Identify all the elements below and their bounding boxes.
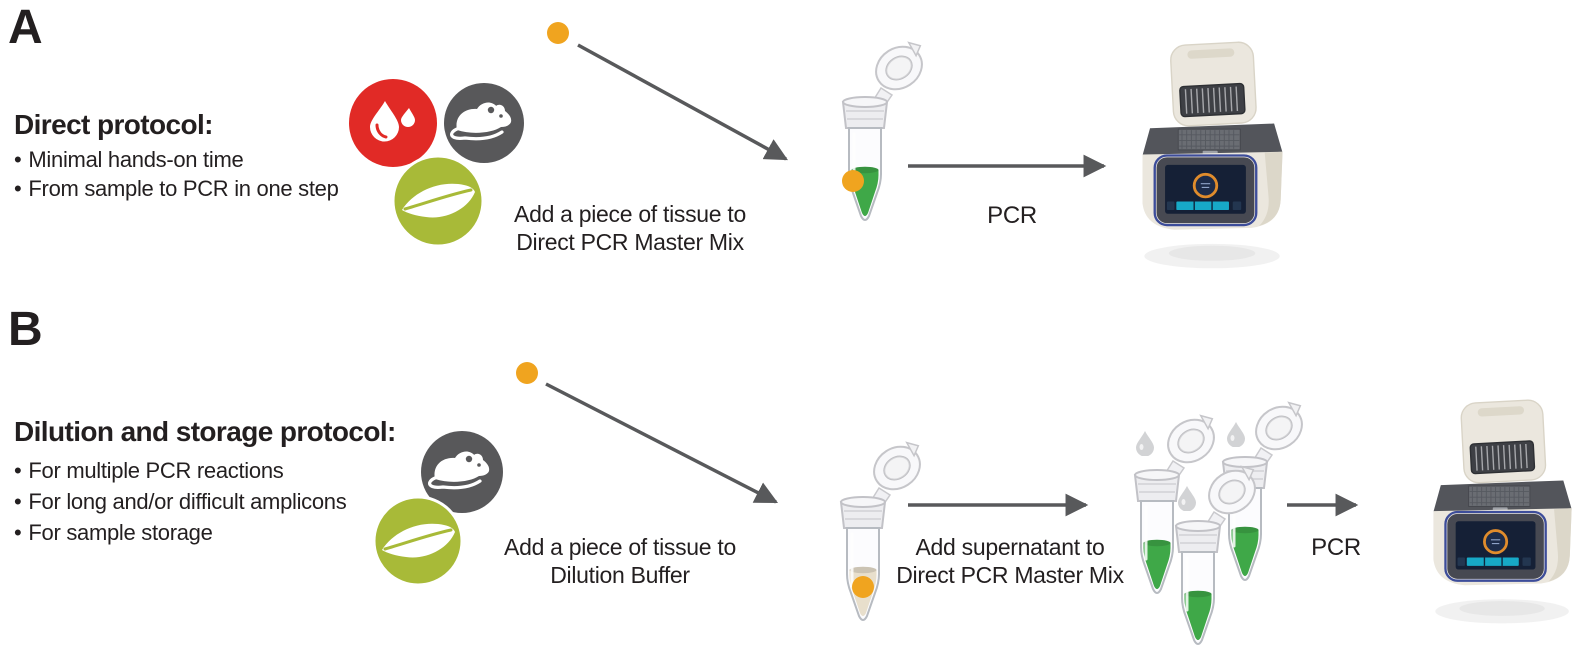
panel-a-bullet-list: •Minimal hands-on time •From sample to P… [14,146,339,203]
sample-types-cluster-a [349,79,524,248]
caption-a-step1: Add a piece of tissue to Direct PCR Mast… [500,200,760,256]
sample-types-cluster-b [372,431,503,587]
panel-a-heading: Direct protocol: [14,109,213,140]
pcr-label-b: PCR [1311,534,1361,561]
aliquot-tube-middle [1148,462,1263,650]
leaf-icon [372,495,464,587]
tube-direct-mastermix [815,38,930,228]
caption-a-step1-line1: Add a piece of tissue to [514,201,746,227]
tissue-dot-in-tube-b [852,576,874,598]
tissue-dot-icon [516,362,538,384]
tissue-dot-in-tube-a [842,170,864,192]
droplet-icon [1226,421,1246,447]
panel-b-bullet-1-text: For multiple PCR reactions [28,458,284,483]
caption-b-step1-line1: Add a piece of tissue to [504,534,736,560]
pcr-label-a: PCR [987,202,1037,229]
thermal-cycler-icon-b [1424,396,1582,628]
bullet-icon: • [14,520,22,545]
mouse-icon [444,83,524,163]
thermal-cycler-icon-a [1133,38,1293,273]
caption-b-step2: Add supernatant to Direct PCR Master Mix [878,533,1142,589]
panel-a-bullet-2-text: From sample to PCR in one step [28,175,339,201]
mouse-icon [421,431,503,513]
panel-b-bullet-2: •For long and/or difficult amplicons [14,486,347,517]
blood-drops-icon [349,79,437,167]
caption-b-step1-line2: Dilution Buffer [550,562,690,588]
panel-b-bullet-list: •For multiple PCR reactions •For long an… [14,455,347,548]
droplet-icon [1177,485,1197,511]
panel-b-bullet-2-text: For long and/or difficult amplicons [28,489,347,514]
bullet-icon: • [14,489,22,514]
panel-a-bullet-1: •Minimal hands-on time [14,146,339,175]
panel-b-label: B [8,303,43,356]
bullet-icon: • [14,458,22,483]
panel-a-bullet-2: •From sample to PCR in one step [14,175,339,204]
panel-b-bullet-3: •For sample storage [14,517,346,548]
bullet-icon: • [14,147,22,172]
arrow-b-diagonal [545,382,779,504]
panel-b-heading: Dilution and storage protocol: [14,416,396,447]
leaf-icon [391,154,485,248]
panel-a-bullet-1-text: Minimal hands-on time [28,147,244,172]
caption-b-step2-line1: Add supernatant to [915,534,1105,560]
caption-b-step1: Add a piece of tissue to Dilution Buffer [495,533,745,589]
caption-b-step2-line2: Direct PCR Master Mix [896,562,1124,588]
arrow-a-diagonal [577,43,788,161]
panel-b-bullet-3-text: For sample storage [28,520,213,545]
droplet-icon [1135,430,1155,456]
panel-b-bullet-1: •For multiple PCR reactions [14,455,346,486]
bullet-icon: • [14,175,22,201]
caption-a-step1-line2: Direct PCR Master Mix [516,229,744,255]
tissue-dot-icon [547,22,569,44]
panel-a-label: A [8,1,43,54]
